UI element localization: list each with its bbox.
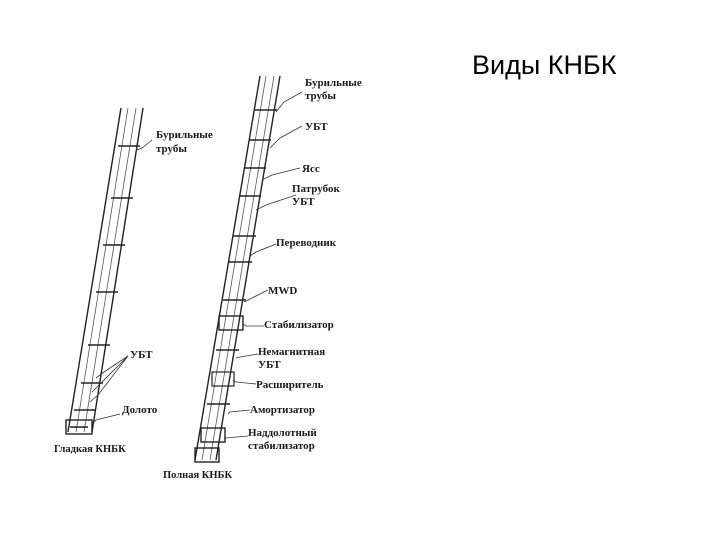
smooth-label-collars: УБТ xyxy=(130,349,153,361)
full-label-near-bit-stab-2: стабилизатор xyxy=(248,440,315,452)
full-bit-shape xyxy=(194,447,220,463)
full-label-nonmag-2: УБТ xyxy=(258,359,281,371)
near-bit-stabilizer-shape xyxy=(200,427,226,443)
smooth-bit-shape xyxy=(65,419,93,435)
full-label-shock-absorber: Амортизатор xyxy=(250,404,315,416)
full-bha-caption: Полная КНБК xyxy=(163,470,232,481)
reamer-shape xyxy=(211,371,235,387)
full-label-mwd: MWD xyxy=(268,285,297,297)
full-label-drill-pipes-1: Бурильные xyxy=(305,77,362,89)
full-label-collars: УБТ xyxy=(305,121,328,133)
full-label-reamer: Расширитель xyxy=(256,379,324,391)
full-label-sub-collar-2: УБТ xyxy=(292,196,315,208)
full-label-drill-pipes-2: трубы xyxy=(305,90,336,102)
slide-title: Виды КНБК xyxy=(472,50,617,80)
full-label-stabilizer: Стабилизатор xyxy=(264,319,334,331)
stabilizer-shape xyxy=(218,315,244,331)
full-bha-string xyxy=(194,75,281,463)
smooth-label-drill-pipes-2: трубы xyxy=(156,143,187,155)
smooth-label-drill-pipes-1: Бурильные xyxy=(156,129,213,141)
full-label-nonmag-1: Немагнитная xyxy=(258,346,325,358)
full-label-near-bit-stab-1: Наддолотный xyxy=(248,427,317,439)
smooth-bha-caption: Гладкая КНБК xyxy=(54,444,126,455)
smooth-label-bit: Долото xyxy=(122,404,158,416)
full-label-jar: Ясс xyxy=(302,163,320,175)
full-label-sub-collar-1: Патрубок xyxy=(292,183,340,195)
full-label-crossover: Переводник xyxy=(276,237,337,249)
smooth-bha-string xyxy=(65,107,144,435)
